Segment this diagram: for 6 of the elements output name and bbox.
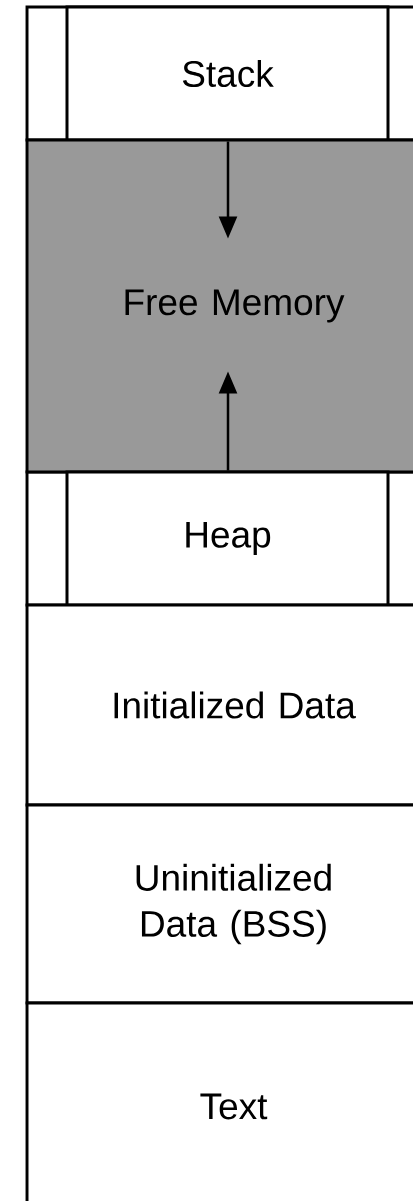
memory-segment: Stack (65, 5, 390, 142)
memory-segment: Free Memory (25, 138, 413, 474)
memory-segment: Uninitialized Data (BSS) (25, 803, 413, 1005)
memory-segment: Initialized Data (25, 603, 413, 807)
memory-segment: Text (25, 1001, 413, 1201)
memory-segment: Heap (65, 470, 390, 607)
